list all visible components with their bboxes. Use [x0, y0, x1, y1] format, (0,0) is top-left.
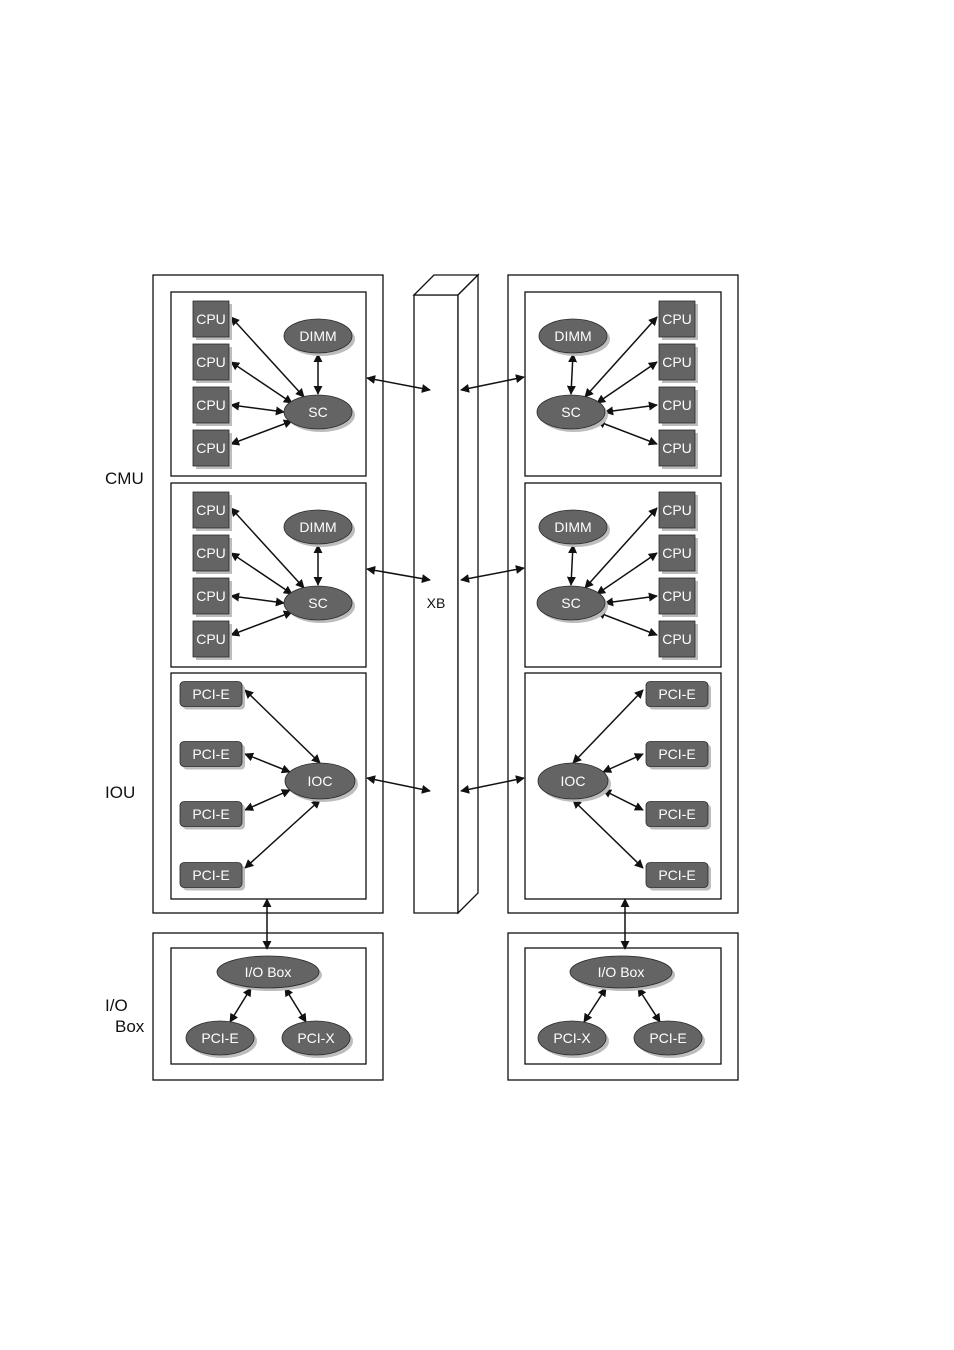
left-cmu2-cpu-3-label: CPU: [196, 588, 226, 604]
right-cmu1-dimm-sc-link: [571, 354, 573, 394]
left-cmu1-cpu-3-sc-link: [231, 405, 284, 412]
left-iou-pcie-3-label: PCI-E: [192, 806, 229, 822]
right-cmu1-cpu-2-sc-link: [597, 362, 657, 403]
right-cmu2-cpu-3-sc-link: [605, 596, 657, 603]
right-cmu1-cpu-3-label: CPU: [662, 397, 692, 413]
left-iou-pcie-2-ioc-link: [245, 754, 290, 772]
right-iou-pcie-3-label: PCI-E: [658, 806, 695, 822]
left-cmu2-dimm-label: DIMM: [299, 519, 336, 535]
right-io-box-outer-frame: [508, 933, 738, 1080]
right-cmu2-dimm-label: DIMM: [554, 519, 591, 535]
left-cmu1-sc-label: SC: [308, 404, 327, 420]
right-iou-ioc-label: IOC: [561, 773, 586, 789]
left-cmu1-cpu-3-label: CPU: [196, 397, 226, 413]
right-io-box-pcie-label: PCI-E: [649, 1030, 686, 1046]
left-cmu1-cpu-1-label: CPU: [196, 311, 226, 327]
left-io-box-hub-label: I/O Box: [245, 964, 292, 980]
right-iou-pcie-2-ioc-link: [603, 754, 643, 772]
right-iou-pcie-1-label: PCI-E: [658, 686, 695, 702]
left-io-box-pcie-label: PCI-E: [201, 1030, 238, 1046]
right-cmu2-cpu-2-sc-link: [597, 553, 657, 594]
right-iou-pcie-1-ioc-link: [573, 690, 643, 763]
left-cmu2-cpu-3-sc-link: [231, 596, 284, 603]
left-cmu1-dimm-label: DIMM: [299, 328, 336, 344]
left-cmu1-cpu-4-sc-link: [231, 421, 292, 444]
left-iou-pcie-4-label: PCI-E: [192, 867, 229, 883]
right-iou-pcie-4-ioc-link: [573, 800, 643, 868]
left-cmu2-cpu-2-sc-link: [231, 553, 292, 594]
left-cmu1-cpu-4-label: CPU: [196, 440, 226, 456]
right-cmu2-sc-label: SC: [561, 595, 580, 611]
left-iou-pcie-1-label: PCI-E: [192, 686, 229, 702]
left-cmu2-cpu-4-sc-link: [231, 612, 292, 635]
right-io-box-pcix-link: [584, 988, 606, 1022]
right-cmu1-cpu-2-label: CPU: [662, 354, 692, 370]
left-cmu2-cpu-2-label: CPU: [196, 545, 226, 561]
left-iou-pcie-1-ioc-link: [245, 690, 320, 763]
xb-label: XB: [427, 595, 446, 611]
left-iou-ioc-label: IOC: [308, 773, 333, 789]
right-cmu1-cpu-3-sc-link: [605, 405, 657, 412]
left-cmu1-cpu-2-sc-link: [231, 362, 292, 403]
left-cmu2-sc-label: SC: [308, 595, 327, 611]
right-io-box-hub-label: I/O Box: [598, 964, 645, 980]
right-io-box-pcie-link: [638, 988, 660, 1022]
left-cmu2-cpu-1-label: CPU: [196, 502, 226, 518]
right-cmu2-dimm-sc-link: [571, 545, 573, 585]
right-cmu1-dimm-label: DIMM: [554, 328, 591, 344]
right-iou-pcie-3-ioc-link: [603, 790, 643, 810]
left-io-box-pcie-link: [230, 988, 251, 1022]
right-cmu2-cpu-2-label: CPU: [662, 545, 692, 561]
left-cmu1-cpu-2-label: CPU: [196, 354, 226, 370]
left-io-box-pcix-label: PCI-X: [297, 1030, 335, 1046]
right-cmu1-sc-label: SC: [561, 404, 580, 420]
right-cmu1-cpu-4-label: CPU: [662, 440, 692, 456]
left-io-box-outer-frame: [153, 933, 383, 1080]
left-iou-pcie-4-ioc-link: [245, 800, 320, 868]
right-cmu2-cpu-4-sc-link: [597, 612, 657, 635]
right-cmu2-cpu-3-label: CPU: [662, 588, 692, 604]
right-io-box-pcix-label: PCI-X: [553, 1030, 591, 1046]
left-cmu2-cpu-4-label: CPU: [196, 631, 226, 647]
right-cmu1-cpu-4-sc-link: [597, 421, 657, 444]
left-iou-pcie-3-ioc-link: [245, 790, 290, 810]
left-iou-pcie-2-label: PCI-E: [192, 746, 229, 762]
right-iou-pcie-2-label: PCI-E: [658, 746, 695, 762]
crossbar-side: [458, 275, 478, 913]
left-io-box-pcix-link: [285, 988, 306, 1022]
right-cmu1-cpu-1-label: CPU: [662, 311, 692, 327]
right-cmu2-cpu-1-label: CPU: [662, 502, 692, 518]
right-cmu2-cpu-4-label: CPU: [662, 631, 692, 647]
right-iou-pcie-4-label: PCI-E: [658, 867, 695, 883]
